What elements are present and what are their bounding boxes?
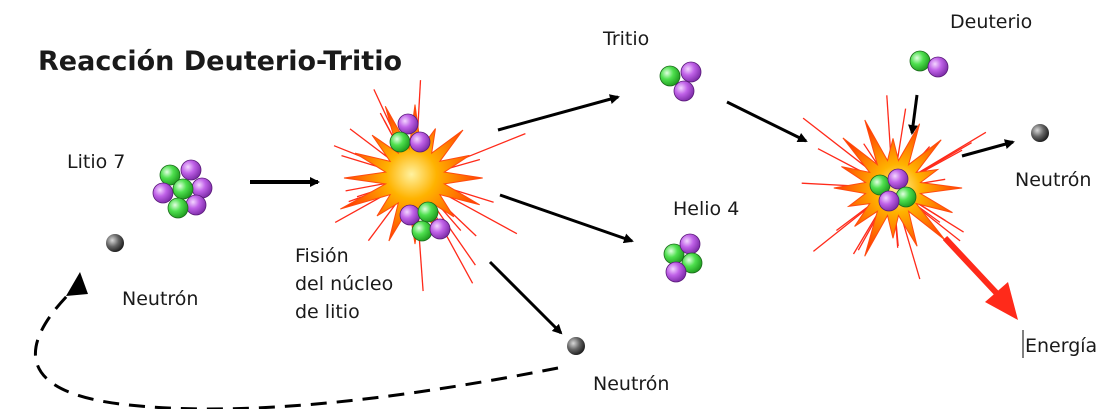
label-neutron-bottom: Neutrón xyxy=(593,373,669,395)
helium4-nucleus xyxy=(664,234,702,282)
fission-explosion xyxy=(334,80,525,291)
label-fision-line3: de litio xyxy=(295,301,360,323)
explosion-ray xyxy=(813,205,871,251)
dashed-arrowhead xyxy=(66,272,88,296)
label-helio4: Helio 4 xyxy=(673,198,739,220)
tritium-nucleus xyxy=(660,62,701,101)
arrow-fission-to-neutron xyxy=(490,262,561,333)
label-fision-line2: del núcleo xyxy=(295,273,393,295)
arrow-deuterium-to-fusion xyxy=(912,95,917,133)
label-fision-line1: Fisión xyxy=(295,245,349,267)
label-deuterio: Deuterio xyxy=(950,11,1032,33)
arrow-tritium-to-fusion xyxy=(727,102,806,141)
diagram-title: Reacción Deuterio-Tritio xyxy=(38,46,402,77)
deuterium-nucleus xyxy=(910,51,948,77)
arrow-fission-to-tritium xyxy=(498,97,618,130)
explosion-ray xyxy=(803,118,871,171)
label-tritio: Tritio xyxy=(602,28,649,50)
neutron-left xyxy=(106,234,124,252)
energy-arrow-shaft xyxy=(945,238,1003,300)
arrow-fission-to-helium xyxy=(500,195,632,241)
label-litio7: Litio 7 xyxy=(67,151,125,173)
label-neutron-left: Neutrón xyxy=(122,288,198,310)
label-energia: Energía xyxy=(1025,335,1097,357)
neutron-right xyxy=(1031,124,1049,142)
label-neutron-right: Neutrón xyxy=(1015,169,1091,191)
lithium7-nucleus xyxy=(153,160,212,218)
neutron-bottom xyxy=(567,337,585,355)
